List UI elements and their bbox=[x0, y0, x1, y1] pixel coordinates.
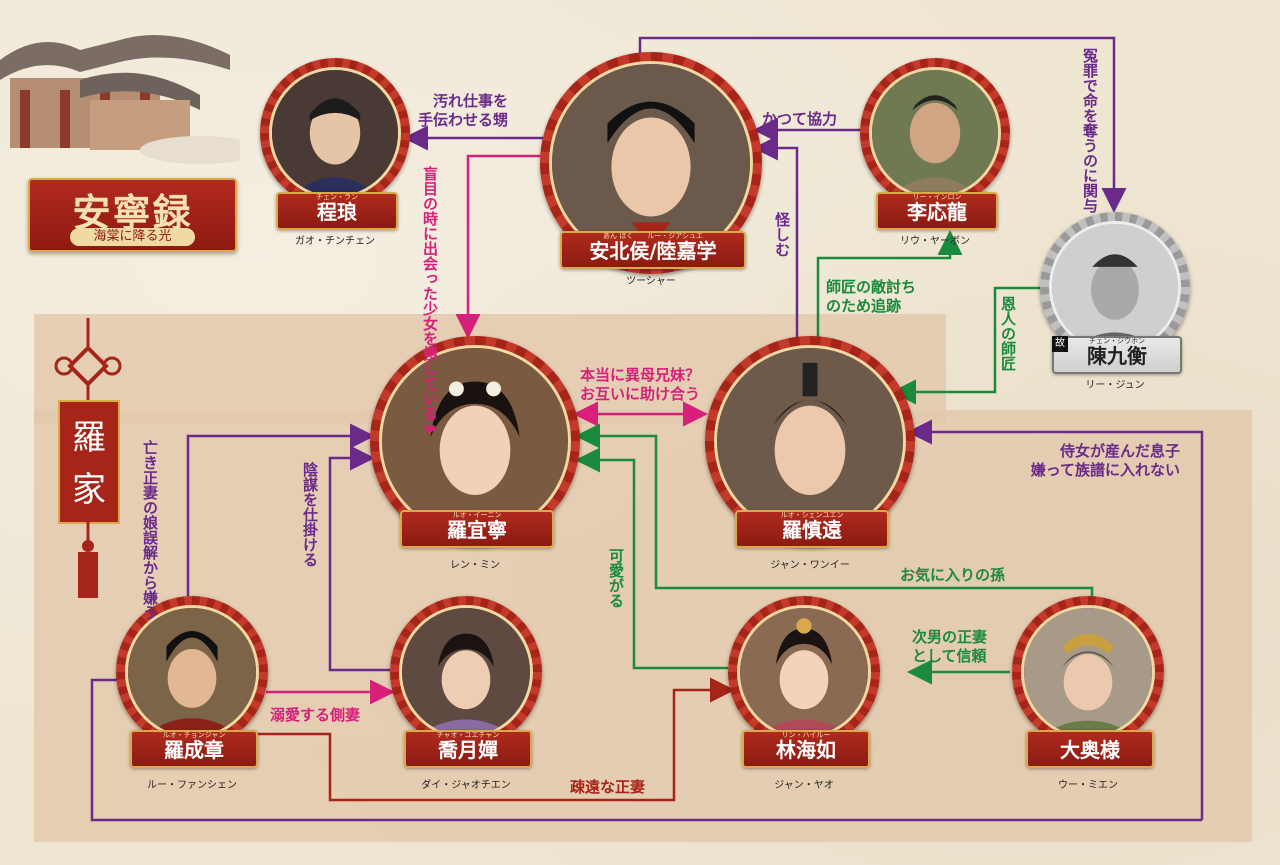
actor-qiao-yuechan: ダイ・ジャオチエン bbox=[421, 780, 511, 791]
portrait-cheng-lang bbox=[260, 58, 410, 208]
actor-grandmother: ウー・ミエン bbox=[1058, 780, 1118, 791]
family-label-char-1: 羅 bbox=[72, 418, 106, 458]
actor-cheng-lang: ガオ・チンチェン bbox=[295, 236, 375, 247]
actor-lin-hairu: ジャン・ヤオ bbox=[774, 780, 834, 791]
drama-title-logo: 安寧録 海棠に降る光 bbox=[28, 178, 237, 252]
line-anbeihou-chen bbox=[638, 36, 1127, 213]
family-label-char-2: 家 bbox=[72, 470, 106, 510]
drama-subtitle: 海棠に降る光 bbox=[70, 228, 195, 246]
deceased-badge: 故 bbox=[1052, 336, 1068, 352]
nameplate-luo-yining: ルオ・イーニン 羅宜寧 bbox=[400, 510, 554, 548]
relation-label-r10: 亡き正妻の娘誤解から嫌う bbox=[141, 440, 159, 620]
nameplate-luo-chengzhang: ルオ・チョンジャン 羅成章 bbox=[130, 730, 258, 768]
relation-label-r9: 侍女が産んだ息子嫌って族譜に入れない bbox=[1030, 442, 1180, 479]
actor-chen-jiuheng: リー・ジュン bbox=[1085, 380, 1145, 391]
line-shenyuan-anbeihou bbox=[753, 135, 799, 338]
pavilion-illustration bbox=[0, 35, 240, 164]
actor-li-yinglong: リウ・ヤーボン bbox=[900, 236, 970, 247]
portrait-luo-chengzhang bbox=[116, 596, 268, 748]
relation-label-r7: 恩人の師匠 bbox=[999, 296, 1017, 371]
portrait-qiao-yuechan bbox=[390, 596, 542, 748]
relation-label-r12: 可愛がる bbox=[607, 548, 625, 608]
nameplate-chen-jiuheng: 故 チェン・ジウホン 陳九衡 bbox=[1052, 336, 1182, 374]
drama-title: 安寧録 bbox=[72, 190, 193, 235]
line-chen-shenyuan bbox=[891, 286, 1040, 405]
portrait-lin-hairu bbox=[728, 596, 880, 748]
actor-luo-shenyuan: ジャン・ワンイー bbox=[770, 560, 850, 571]
family-label-tag: 羅 家 bbox=[58, 400, 120, 524]
relation-label-r3: かつて協力 bbox=[762, 110, 838, 128]
nameplate-grandmother: 大奥様 bbox=[1026, 730, 1154, 768]
line-chengzhang-shenyuan bbox=[907, 419, 1204, 820]
relation-label-r15: 溺愛する側妻 bbox=[270, 706, 361, 724]
actor-luo-chengzhang: ルー・ファンシェン bbox=[147, 780, 237, 791]
nameplate-lin-hairu: リン・ハイルー 林海如 bbox=[742, 730, 870, 768]
relation-label-r1: 汚れ仕事を手伝わせる甥 bbox=[418, 92, 509, 129]
relation-label-r14: 次男の正妻として信頼 bbox=[912, 628, 988, 665]
tassel-icon bbox=[78, 520, 98, 598]
relation-label-r6: 師匠の敵討ちのため追跡 bbox=[826, 278, 917, 315]
nameplate-anbeihou: あん ほく ルー・ジアシュエ 安北侯/陸嘉学 bbox=[560, 231, 746, 269]
actor-anbeihou: ツーシャー bbox=[626, 276, 676, 287]
line-hairu-yining bbox=[575, 447, 728, 670]
line-grandmother-yining bbox=[575, 423, 1094, 600]
relation-label-r8: 本当に異母兄妹？お互いに助け合う bbox=[579, 366, 700, 403]
line-yuechan-yining bbox=[328, 445, 392, 672]
relation-label-r5: 怪しむ bbox=[773, 212, 791, 257]
relation-label-r16: 疎遠な正妻 bbox=[570, 778, 646, 796]
relation-label-r2: 盲目の時に出会った少女を捜している❤ bbox=[421, 166, 439, 439]
nameplate-li-yinglong: リー・インロン 李応龍 bbox=[876, 192, 998, 230]
line-chengzhang-yining bbox=[186, 423, 375, 597]
portrait-li-yinglong bbox=[860, 58, 1010, 208]
line-anbeihou-yining bbox=[455, 154, 545, 339]
line-chengzhang-hairu bbox=[256, 677, 735, 802]
nameplate-qiao-yuechan: チャオ・ユエチャン 喬月嬋 bbox=[404, 730, 532, 768]
line-shenyuan-li bbox=[816, 230, 963, 338]
actor-luo-yining: レン・ミン bbox=[450, 560, 500, 571]
portrait-grandmother bbox=[1012, 596, 1164, 748]
relation-label-r4: 冤罪で命を奪うのに関与 bbox=[1081, 48, 1099, 213]
relation-label-r13: お気に入りの孫 bbox=[900, 566, 1006, 584]
nameplate-luo-shenyuan: ルオ・シェンユエン 羅慎遠 bbox=[735, 510, 889, 548]
line-chengzhang-border bbox=[90, 678, 1202, 822]
relation-label-r11: 陰謀を仕掛ける bbox=[301, 462, 319, 567]
nameplate-cheng-lang: チェン・ラン 程琅 bbox=[276, 192, 398, 230]
